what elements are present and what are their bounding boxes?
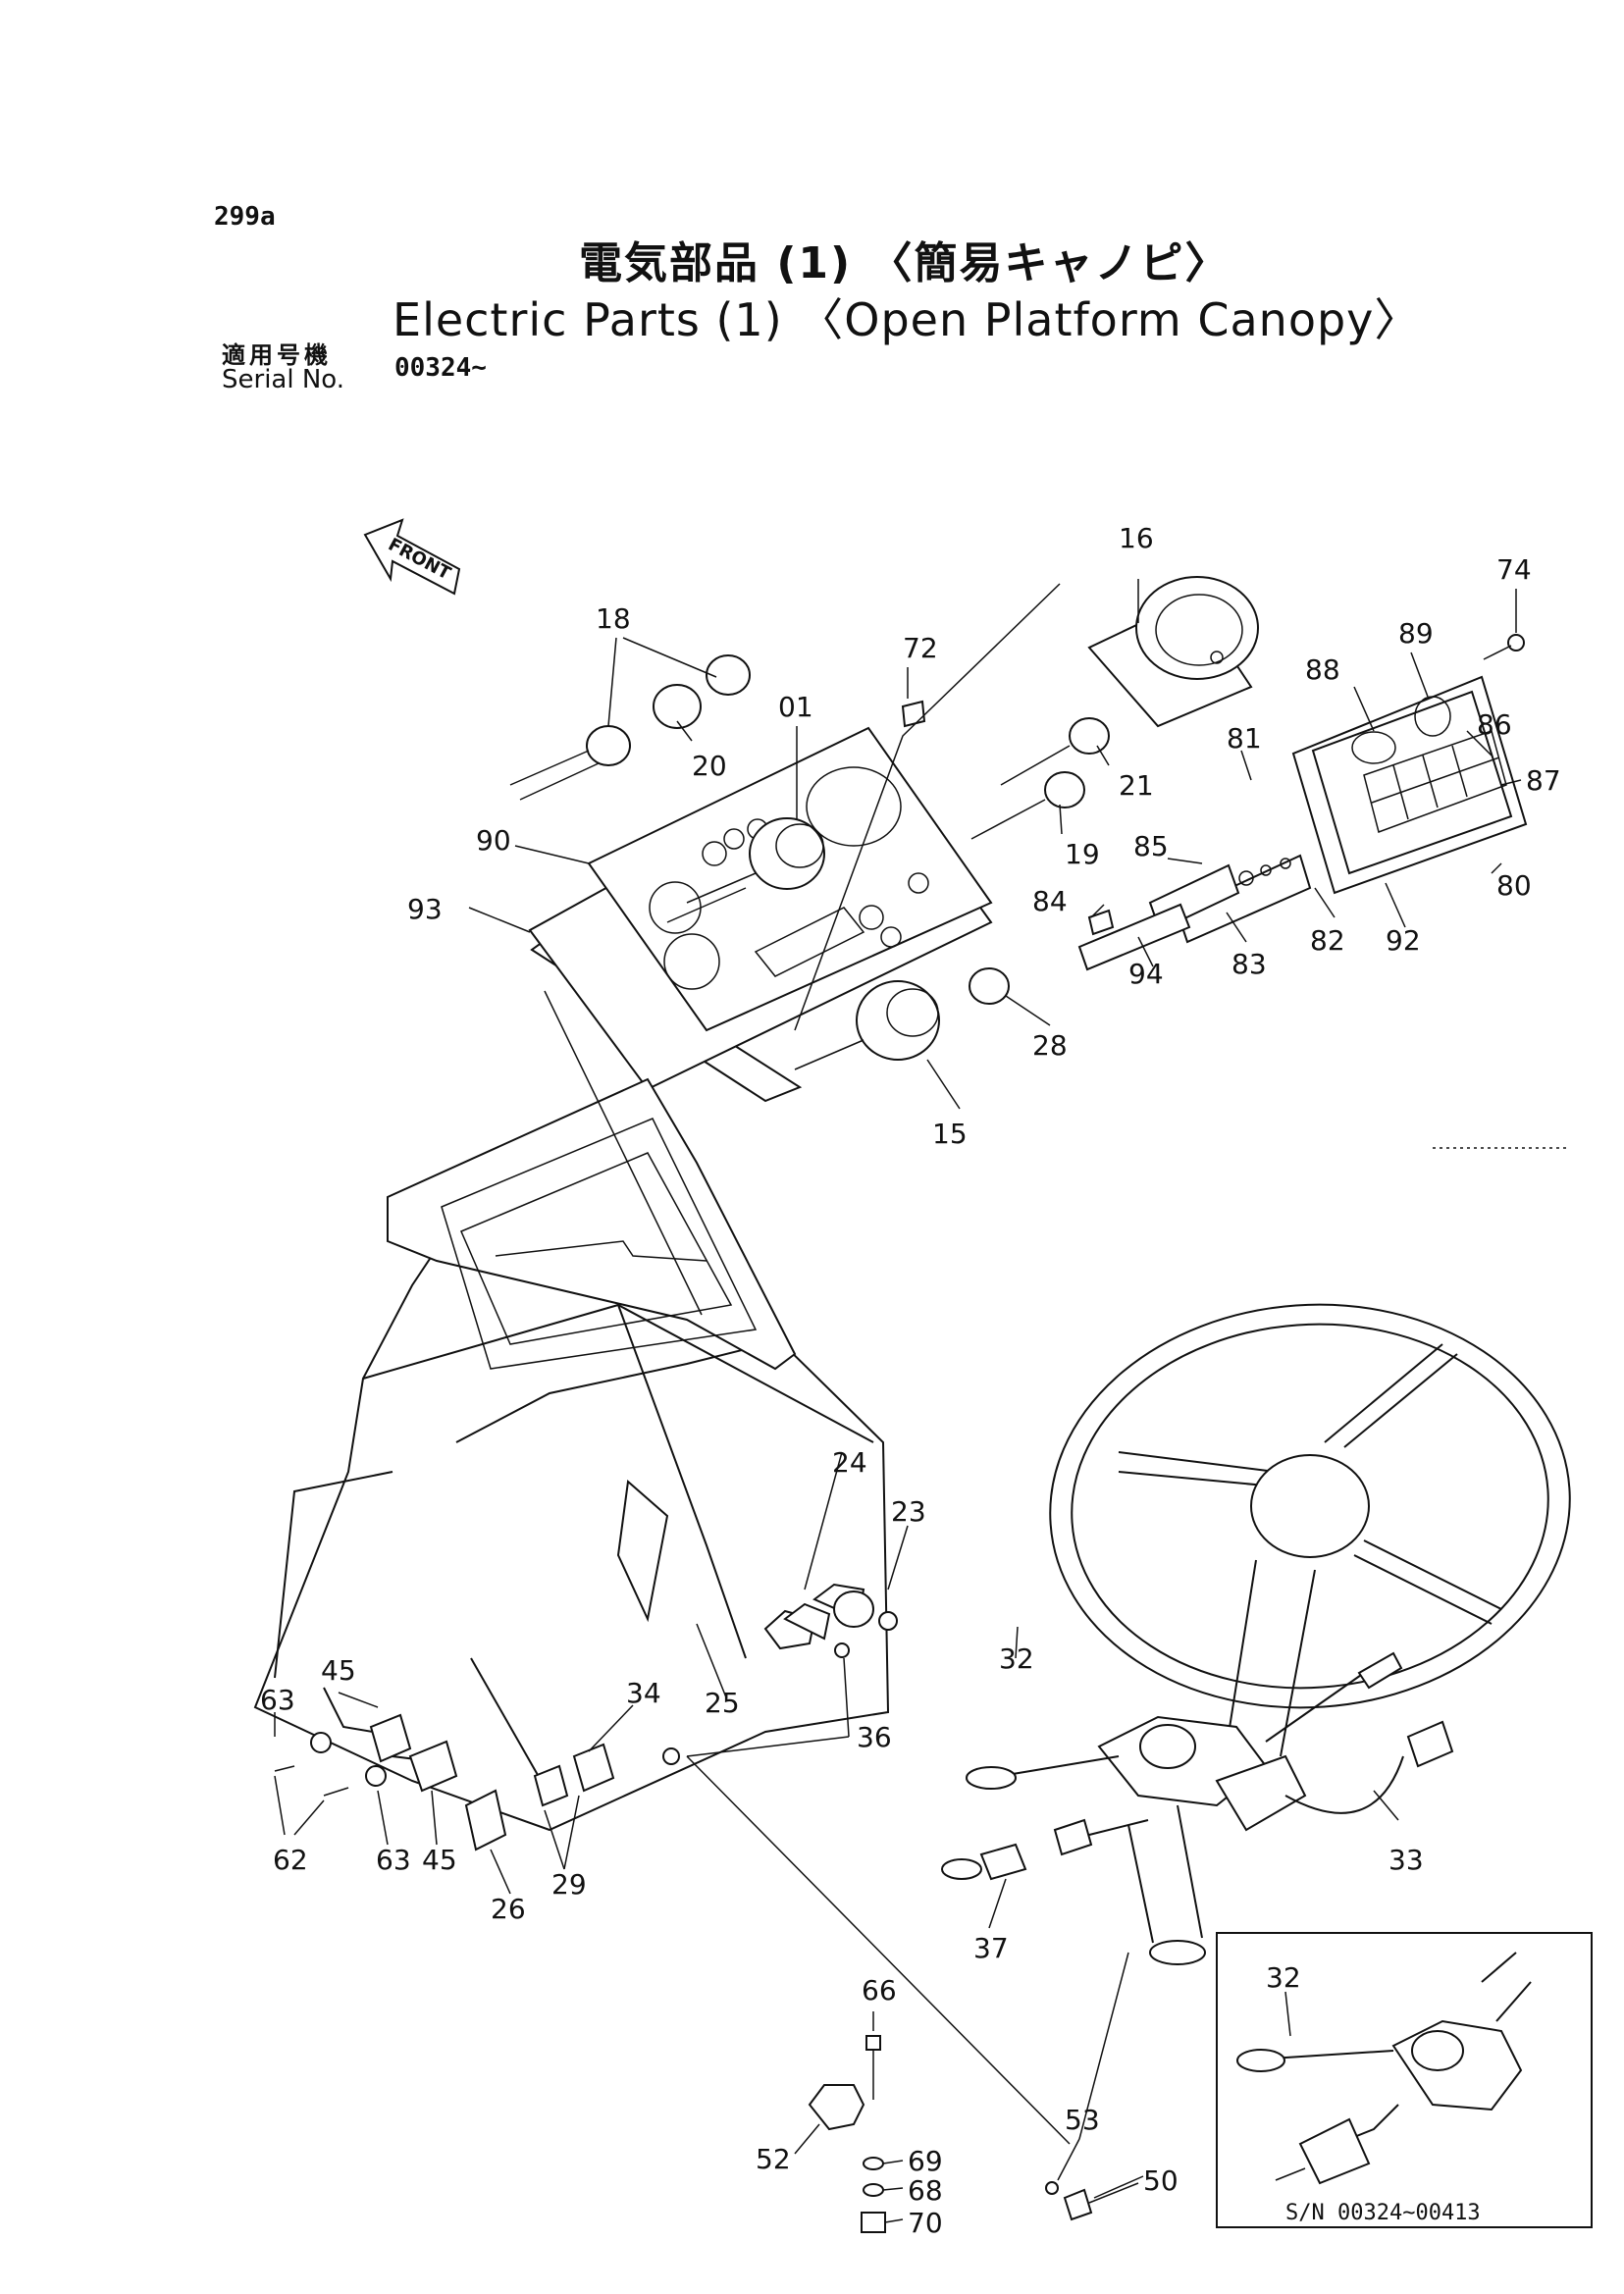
callout-label: 68	[908, 2174, 943, 2207]
inset-serial-range: S/N 00324~00413	[1285, 2201, 1481, 2225]
callout-label: 33	[1388, 1844, 1424, 1876]
callout-label: 92	[1386, 924, 1421, 957]
callout-label: 82	[1310, 924, 1345, 957]
horn-switches-45	[274, 1713, 458, 1797]
callout-label: 29	[551, 1868, 587, 1901]
callout-label: 69	[908, 2145, 943, 2177]
callout-label: 84	[1032, 885, 1068, 917]
page-title-english: Electric Parts (1) 〈Open Platform Canopy…	[393, 293, 1421, 346]
callout-label: 21	[1119, 769, 1154, 802]
callout-label: 37	[973, 1932, 1009, 1964]
callout-label: 45	[321, 1654, 356, 1687]
callout-label: 63	[376, 1844, 411, 1876]
page-number: 299a	[214, 202, 276, 232]
callout-label: 25	[705, 1687, 740, 1719]
callout-label: 18	[596, 602, 631, 635]
leader-lines	[274, 579, 1570, 2223]
callout-label: 88	[1305, 653, 1340, 686]
callout-label: 50	[1143, 2164, 1179, 2197]
callout-label: 94	[1128, 958, 1164, 990]
callout-label: 53	[1065, 2104, 1100, 2136]
screw-72	[901, 700, 926, 728]
bracket-assembly	[1077, 854, 1312, 971]
combination-switch	[966, 1651, 1454, 1832]
callout-label: 93	[407, 893, 443, 925]
callout-label: 23	[891, 1495, 926, 1528]
callout-label: 87	[1526, 764, 1561, 797]
callout-label: 72	[903, 632, 938, 664]
callout-label: 90	[476, 824, 511, 857]
console-hood	[387, 1077, 797, 1371]
gauge-01	[666, 817, 825, 923]
callout-label: 20	[692, 750, 727, 782]
socket-18	[509, 654, 751, 801]
callout-label: 28	[1032, 1029, 1068, 1062]
front-arrow-icon: FRONT	[363, 518, 461, 596]
ring-28	[969, 967, 1010, 1005]
steering-wheel	[1049, 1303, 1571, 1965]
inset-callout-32: 32	[1266, 1961, 1301, 1994]
callout-label: 74	[1496, 553, 1532, 586]
connector-50-53	[1045, 2181, 1139, 2221]
callout-label: 81	[1227, 722, 1262, 755]
gauge-15	[794, 980, 940, 1070]
callout-label: 24	[832, 1446, 867, 1479]
inset-detail-box: 32 S/N 00324~00413	[1216, 1932, 1593, 2228]
callout-label: 32	[999, 1642, 1034, 1675]
serial-number-value: 00324~	[394, 353, 487, 383]
callout-label: 15	[932, 1118, 968, 1150]
callout-label: 16	[1119, 522, 1154, 554]
console-body	[253, 1171, 890, 1832]
callout-label: 63	[260, 1684, 295, 1716]
callout-label: 83	[1231, 948, 1267, 980]
callout-label: 86	[1477, 708, 1512, 741]
callout-label: 80	[1496, 869, 1532, 902]
callout-label: 34	[626, 1677, 661, 1709]
front-label: FRONT	[385, 534, 454, 584]
switch-group-23-24-25	[763, 1583, 898, 1658]
callout-label: 19	[1065, 838, 1100, 870]
callout-label: 36	[857, 1721, 892, 1753]
switch-group-26-29-34	[464, 1743, 680, 1851]
callout-label: 70	[908, 2207, 943, 2239]
callout-label: 52	[756, 2143, 791, 2175]
callout-label: 62	[273, 1844, 308, 1876]
bracket-52-hardware	[808, 2035, 886, 2233]
serial-label-japanese: 適用号機	[222, 341, 332, 369]
callout-label: 26	[491, 1893, 526, 1925]
callout-label: 89	[1398, 617, 1434, 650]
callout-label: 66	[862, 1974, 897, 2007]
socket-19-21	[970, 717, 1110, 840]
callout-label: 85	[1133, 830, 1169, 862]
gauge-16	[1087, 576, 1259, 728]
callout-labels: 16 74 18 72 01 89 88 86 87 81 21 20 19 9…	[260, 522, 1561, 2239]
relay-37	[941, 1818, 1149, 1881]
page-title-japanese: 電気部品 (1) 〈簡易キャノピ〉	[579, 238, 1231, 288]
callout-label: 01	[778, 691, 813, 723]
serial-label-english: Serial No.	[222, 365, 344, 394]
callout-label: 45	[422, 1844, 457, 1876]
screw-74	[1483, 634, 1525, 660]
